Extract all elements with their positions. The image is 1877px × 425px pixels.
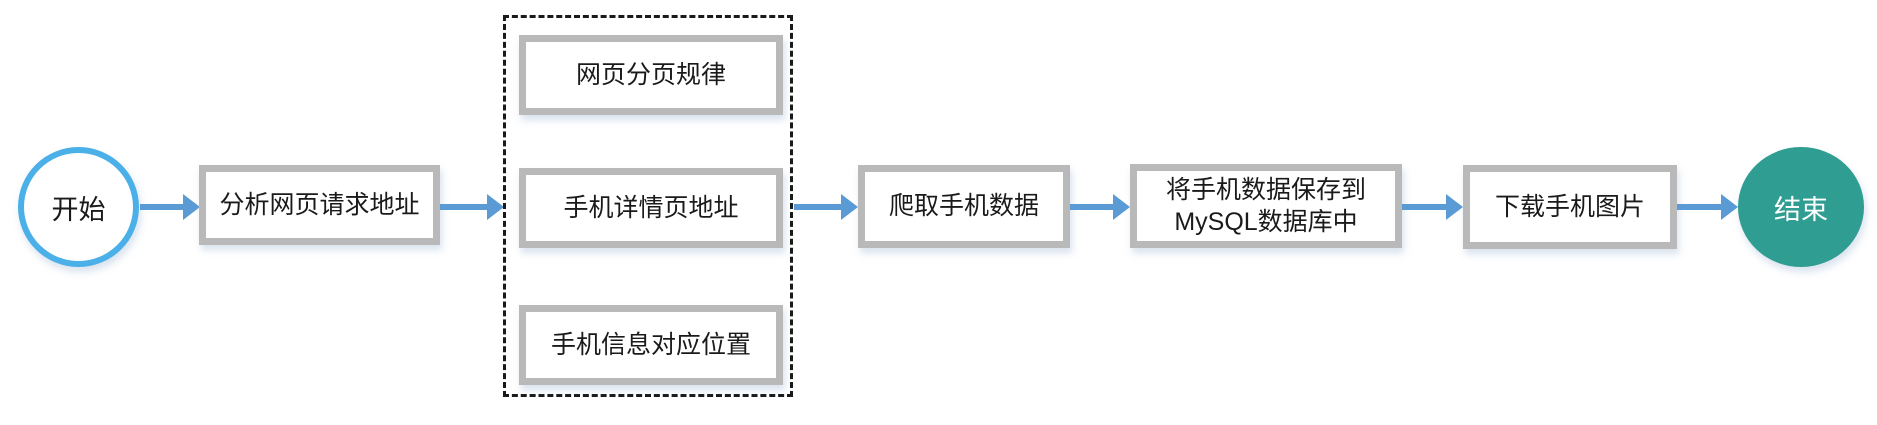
group-item-label: 网页分页规律 <box>575 60 726 89</box>
end-node-label: 结束 <box>1774 194 1828 225</box>
end-node: 结束 <box>1738 147 1864 267</box>
start-node: 开始 <box>18 147 139 267</box>
arrow-head-icon <box>487 194 504 220</box>
arrow-head-icon <box>183 194 200 220</box>
arrow-head-icon <box>1113 194 1130 220</box>
arrow-start-to-analyze <box>140 194 200 220</box>
arrow-head-icon <box>841 194 858 220</box>
step-crawl-label: 爬取手机数据 <box>888 192 1039 221</box>
group-item-detail-page-url: 手机详情页地址 <box>519 168 783 248</box>
group-item-info-position: 手机信息对应位置 <box>519 305 783 385</box>
group-item-label: 手机信息对应位置 <box>550 330 751 359</box>
analysis-results-group: 网页分页规律 手机详情页地址 手机信息对应位置 <box>503 15 793 397</box>
step-analyze-request-url: 分析网页请求地址 <box>199 165 440 245</box>
arrow-shaft <box>794 204 843 210</box>
arrow-analyze-to-group <box>440 194 504 220</box>
arrow-shaft <box>440 204 489 210</box>
arrow-crawl-to-save <box>1070 194 1130 220</box>
step-crawl-phone-data: 爬取手机数据 <box>858 165 1070 248</box>
arrow-save-to-download <box>1402 194 1463 220</box>
arrow-shaft <box>1402 204 1448 210</box>
step-save-to-mysql: 将手机数据保存到 MySQL数据库中 <box>1130 164 1402 248</box>
group-item-pagination-rule: 网页分页规律 <box>519 35 783 115</box>
group-item-label: 手机详情页地址 <box>563 193 739 222</box>
step-analyze-label: 分析网页请求地址 <box>219 190 420 219</box>
arrow-shaft <box>1677 204 1723 210</box>
step-save-label: 将手机数据保存到 MySQL数据库中 <box>1165 175 1366 237</box>
arrow-group-to-crawl <box>794 194 858 220</box>
arrow-head-icon <box>1721 194 1738 220</box>
step-download-label: 下载手机图片 <box>1494 192 1645 221</box>
arrow-download-to-end <box>1677 194 1738 220</box>
start-node-label: 开始 <box>51 194 106 225</box>
arrow-shaft <box>1070 204 1115 210</box>
arrow-shaft <box>140 204 185 210</box>
arrow-head-icon <box>1446 194 1463 220</box>
step-download-images: 下载手机图片 <box>1463 165 1677 249</box>
